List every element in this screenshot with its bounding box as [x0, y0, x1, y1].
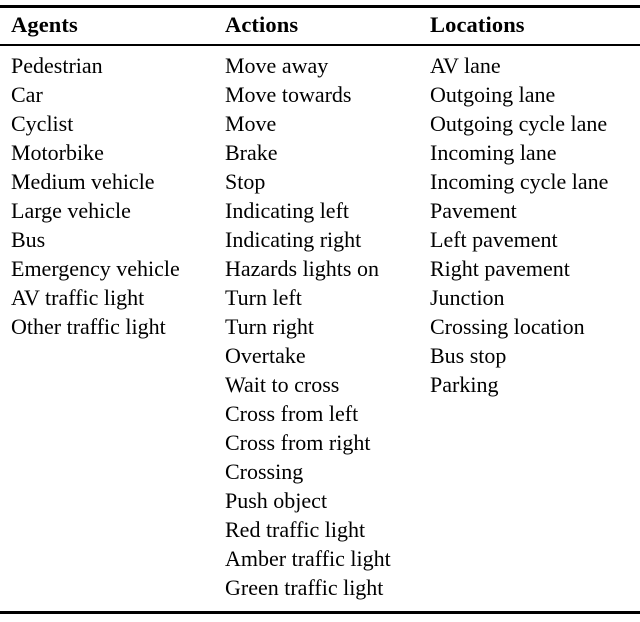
- column-agents: Pedestrian Car Cyclist Motorbike Medium …: [11, 51, 180, 341]
- list-item: Indicating left: [225, 198, 350, 223]
- list-item: Pavement: [430, 198, 517, 223]
- list-item: Left pavement: [430, 227, 558, 252]
- table-body: Pedestrian Car Cyclist Motorbike Medium …: [0, 46, 640, 611]
- list-item: Cyclist: [11, 111, 74, 136]
- list-item: Push object: [225, 488, 328, 513]
- list-item: Outgoing cycle lane: [430, 111, 608, 136]
- list-item: Stop: [225, 169, 266, 194]
- list-item: Turn right: [225, 314, 315, 339]
- list-item: Wait to cross: [225, 372, 340, 397]
- list-item: Junction: [430, 285, 505, 310]
- column-actions: Move away Move towards Move Brake Stop I…: [225, 51, 391, 602]
- list-item: Car: [11, 82, 43, 107]
- list-item: Motorbike: [11, 140, 104, 165]
- column-header-locations: Locations: [430, 12, 525, 37]
- table-bottom-rule: [0, 611, 640, 614]
- column-locations: AV lane Outgoing lane Outgoing cycle lan…: [430, 51, 608, 399]
- list-item: Incoming cycle lane: [430, 169, 609, 194]
- list-item: Bus: [11, 227, 46, 252]
- list-item: Right pavement: [430, 256, 570, 281]
- table-container: Agents Actions Locations Pedestrian Car …: [0, 5, 640, 622]
- list-item: Move away: [225, 53, 329, 78]
- table-header-row: Agents Actions Locations: [0, 8, 640, 44]
- list-item: Red traffic light: [225, 517, 366, 542]
- list-item: AV traffic light: [11, 285, 145, 310]
- list-item: Crossing location: [430, 314, 585, 339]
- list-item: Indicating right: [225, 227, 362, 252]
- list-item: Move: [225, 111, 277, 136]
- list-item: Large vehicle: [11, 198, 131, 223]
- list-item: Crossing: [225, 459, 304, 484]
- column-header-actions: Actions: [225, 12, 299, 37]
- list-item: AV lane: [430, 53, 501, 78]
- list-item: Brake: [225, 140, 278, 165]
- table-mid-rule: [0, 44, 640, 46]
- list-item: Pedestrian: [11, 53, 103, 78]
- list-item: Hazards lights on: [225, 256, 379, 281]
- list-item: Overtake: [225, 343, 306, 368]
- list-item: Bus stop: [430, 343, 507, 368]
- list-item: Other traffic light: [11, 314, 166, 339]
- list-item: Incoming lane: [430, 140, 557, 165]
- list-item: Outgoing lane: [430, 82, 556, 107]
- list-item: Green traffic light: [225, 575, 384, 600]
- list-item: Emergency vehicle: [11, 256, 180, 281]
- list-item: Medium vehicle: [11, 169, 155, 194]
- column-header-agents: Agents: [11, 12, 78, 37]
- list-item: Move towards: [225, 82, 352, 107]
- list-item: Amber traffic light: [225, 546, 391, 571]
- list-item: Parking: [430, 372, 499, 397]
- list-item: Cross from right: [225, 430, 371, 455]
- list-item: Cross from left: [225, 401, 359, 426]
- table-top-rule: [0, 5, 640, 8]
- list-item: Turn left: [225, 285, 302, 310]
